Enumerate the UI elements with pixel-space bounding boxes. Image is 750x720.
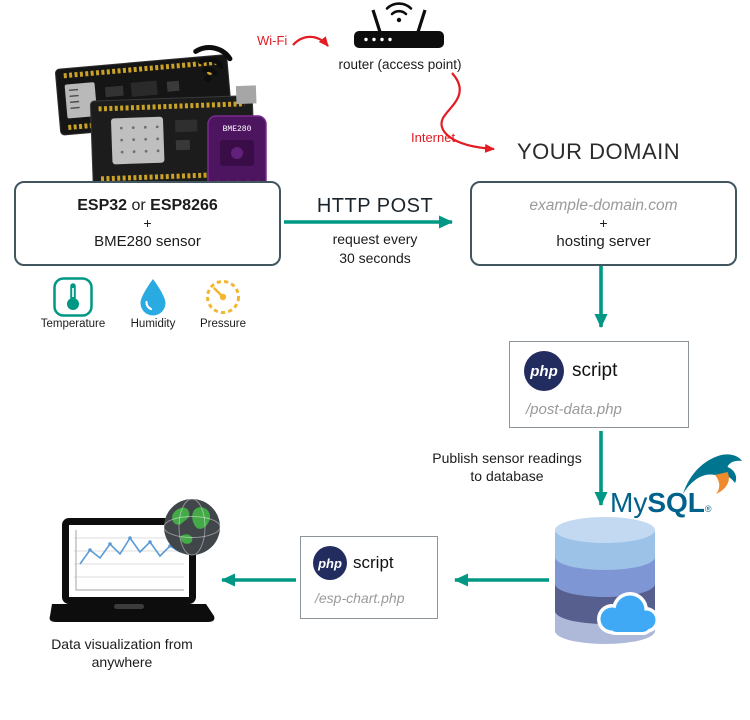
mysql-my: My	[610, 487, 648, 518]
wifi-icon	[193, 45, 233, 83]
esp-boards-illustration: BME280	[55, 54, 267, 195]
mysql-dolphin-icon	[683, 454, 742, 494]
php-post-script-box: php script /post-data.php	[509, 341, 689, 428]
thermometer-icon	[53, 277, 93, 317]
http-post-sub2: 30 seconds	[339, 250, 411, 266]
pressure-label: Pressure	[199, 318, 247, 330]
wifi-label: Wi-Fi	[257, 33, 288, 48]
dataviz-line1: Data visualization from	[51, 636, 193, 652]
php-chart-script-box: php script /esp-chart.php	[300, 536, 438, 619]
esp32-label: ESP32	[77, 197, 128, 215]
esp8266-label: ESP8266	[150, 197, 218, 215]
hosting-server-label: hosting server	[556, 232, 651, 250]
bme280-board-label: BME280	[223, 125, 252, 134]
php-logo-icon: php	[524, 351, 564, 391]
esp-device-box: ESP32 or ESP8266 + BME280 sensor	[14, 181, 281, 266]
mysql-wordmark: MySQL®	[610, 489, 712, 517]
router-label: router (access point)	[338, 57, 462, 72]
laptop-chart-line	[79, 536, 181, 565]
temperature-label: Temperature	[40, 318, 106, 330]
router-icon	[354, 2, 444, 48]
internet-label: Internet	[411, 130, 456, 145]
php-post-path: /post-data.php	[526, 401, 622, 418]
esp-box-line1: ESP32 or ESP8266	[77, 197, 218, 215]
arrow-wifi-to-router	[292, 35, 329, 47]
http-post-sub1: request every	[332, 231, 418, 247]
example-domain-label: example-domain.com	[529, 197, 678, 215]
humidity-label: Humidity	[130, 318, 176, 330]
your-domain-title: YOUR DOMAIN	[517, 139, 681, 164]
publish-line1: Publish sensor readings	[432, 450, 582, 466]
or-label: or	[127, 197, 151, 215]
php-logo-icon: php	[313, 546, 347, 580]
publish-line2: to database	[470, 468, 544, 484]
mysql-registered-mark: ®	[704, 504, 712, 514]
http-post-title: HTTP POST	[316, 195, 434, 217]
esp-box-plus: +	[143, 215, 152, 232]
php-post-script-label: script	[572, 360, 618, 381]
php-chart-script-label: script	[353, 553, 394, 572]
globe-icon	[163, 498, 221, 556]
dataviz-line2: anywhere	[91, 654, 153, 670]
laptop-illustration	[49, 498, 221, 622]
esp-box-sensor-label: BME280 sensor	[94, 232, 201, 250]
mysql-sql: SQL	[647, 487, 705, 518]
domain-box-plus: +	[599, 215, 608, 232]
laptop-base	[49, 604, 215, 622]
php-chart-path: /esp-chart.php	[315, 590, 405, 606]
cloud-icon	[597, 592, 659, 635]
pressure-gauge-icon	[206, 280, 240, 314]
humidity-drop-icon	[140, 279, 166, 316]
hosting-server-box: example-domain.com + hosting server	[470, 181, 737, 266]
